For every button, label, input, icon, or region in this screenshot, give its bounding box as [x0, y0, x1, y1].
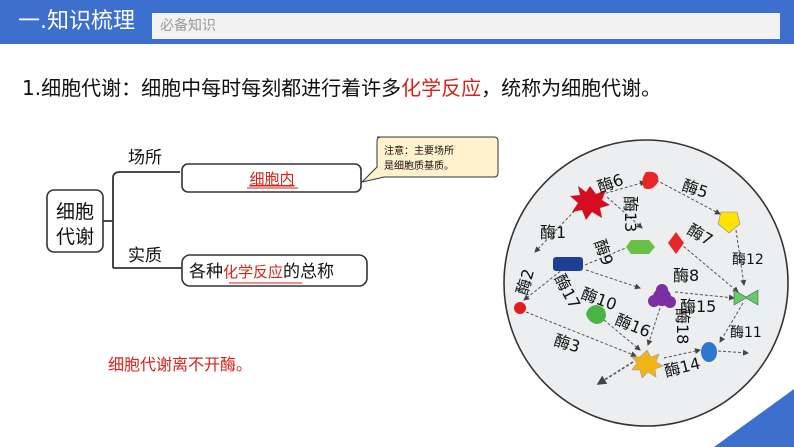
red-drop-molecule	[642, 171, 659, 190]
green-drop-molecule	[586, 305, 606, 324]
red-sphere-molecule	[514, 302, 526, 314]
callout-bubble	[360, 136, 499, 183]
section-tag: 必备知识	[152, 13, 780, 39]
corner-decoration	[714, 389, 794, 447]
root-label-line2: 代谢	[56, 226, 94, 248]
intro-sentence: 1.细胞代谢：细胞中每时每刻都进行着许多化学反应，统称为细胞代谢。	[22, 74, 661, 102]
starburst-molecule	[570, 186, 610, 220]
branch2-label: 实质	[128, 246, 162, 266]
enzyme-label-8: 酶8	[673, 266, 699, 285]
purple-cluster-part	[648, 295, 660, 307]
branch1-box	[181, 163, 362, 193]
yellow-pentagon-molecule	[717, 211, 741, 234]
red-diamond-molecule	[668, 232, 684, 254]
section-title: 一.知识梳理	[18, 9, 135, 34]
branch2-prefix: 各种	[189, 262, 223, 282]
enzyme-label-15: 酶15	[680, 297, 716, 316]
purple-cluster-part	[664, 296, 676, 308]
intro-suffix: ，统称为细胞代谢。	[481, 76, 662, 100]
branch2-suffix: 的总称	[283, 262, 334, 282]
purple-cluster-part	[656, 284, 668, 296]
branch1-value: 细胞内	[249, 170, 294, 188]
branch1-label: 场所	[128, 148, 162, 168]
enzyme-label-1: 酶1	[540, 223, 566, 242]
yellow-star-molecule	[631, 349, 664, 379]
blue-block-molecule	[553, 257, 583, 271]
blue-cylinder-molecule	[701, 342, 717, 362]
callout-line1: 注意：主要场所	[384, 144, 454, 157]
branch2-highlight: 化学反应	[223, 263, 283, 281]
enzyme-label-18: 酶18	[673, 308, 692, 344]
branch2-text: 各种化学反应的总称	[189, 262, 334, 282]
intro-prefix: 1.细胞代谢：细胞中每时每刻都进行着许多	[22, 76, 402, 100]
enzyme-label-13: 酶13	[621, 196, 640, 232]
enzyme-label-11: 酶11	[730, 325, 762, 341]
green-hexagon-molecule	[626, 240, 655, 254]
branch2-box	[181, 254, 368, 287]
bowtie-molecule	[733, 289, 759, 306]
enzyme-label-12: 酶12	[732, 252, 764, 268]
root-label-line1: 细胞	[56, 201, 94, 223]
intro-highlight: 化学反应	[401, 76, 482, 100]
section-tag-label: 必备知识	[160, 18, 216, 34]
callout-line2: 是细胞质基质。	[384, 159, 454, 172]
branch-connector	[103, 171, 182, 269]
footer-note: 细胞代谢离不开酶。	[108, 355, 253, 374]
